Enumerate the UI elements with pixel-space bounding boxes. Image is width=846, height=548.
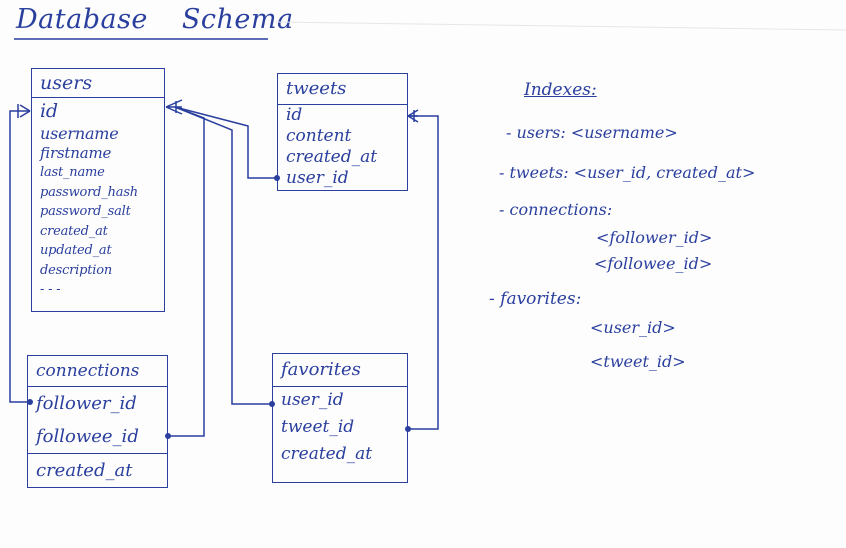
tweets-col-id: id: [286, 105, 303, 125]
connections-col-created-at: created_at: [28, 453, 167, 487]
title-word-2: Schema: [181, 4, 294, 35]
tweet-user-link: [174, 106, 277, 179]
followee-link: [168, 106, 205, 437]
title-word-1: Database: [16, 4, 148, 35]
crowfoot-tweets: [407, 109, 419, 123]
table-users: users id username firstname last_name pa…: [31, 68, 165, 312]
indexes-title: Indexes:: [524, 80, 597, 100]
index-favorites-tweet: <tweet_id>: [590, 352, 686, 371]
favorites-col-tweet-id: tweet_id: [281, 417, 355, 437]
index-favorites-label: - favorites:: [489, 289, 582, 309]
table-tweets: tweets id content created_at user_id: [277, 73, 408, 191]
dot-fav-tweet: [405, 426, 411, 432]
table-connections-name: connections: [28, 356, 167, 387]
tweets-col-created-at: created_at: [286, 147, 378, 167]
fav-tweet-link: [408, 115, 439, 430]
follower-link: [9, 110, 30, 403]
diagram-title: Database Schema: [16, 4, 294, 35]
favorites-col-user-id: user_id: [281, 390, 344, 410]
connections-col-followee-id: followee_id: [36, 426, 139, 447]
table-tweets-name: tweets: [278, 74, 407, 105]
users-col-firstname: firstname: [40, 143, 112, 162]
crowfoot-users-right: [165, 99, 183, 115]
index-connections-label: - connections:: [499, 200, 613, 219]
table-favorites: favorites user_id tweet_id created_at: [272, 353, 408, 483]
fav-user-link: [174, 106, 272, 405]
users-col-created-at: created_at: [40, 223, 108, 239]
index-connections-followee: <followee_id>: [594, 254, 713, 273]
table-connections: connections follower_id followee_id crea…: [27, 355, 168, 488]
table-users-name: users: [32, 69, 164, 98]
favorites-col-created-at: created_at: [281, 444, 373, 464]
dot-follower: [27, 399, 33, 405]
table-favorites-name: favorites: [273, 354, 407, 387]
users-col-last-name: last_name: [40, 165, 105, 180]
dot-followee: [165, 433, 171, 439]
users-col-updated-at: updated_at: [40, 243, 112, 258]
index-users: - users: <username>: [506, 123, 678, 142]
tweets-col-user-id: user_id: [286, 168, 349, 188]
index-connections-follower: <follower_id>: [596, 228, 713, 247]
users-col-description: description: [40, 262, 113, 278]
users-col-password-salt: password_salt: [40, 204, 131, 219]
users-col-password-hash: password_hash: [40, 184, 138, 200]
users-col-username: username: [40, 124, 119, 143]
tweets-col-content: content: [286, 126, 352, 146]
connections-col-follower-id: follower_id: [36, 393, 137, 414]
index-favorites-user: <user_id>: [590, 318, 676, 337]
users-col-id: id: [40, 100, 58, 122]
paper-edge: [274, 21, 846, 31]
index-tweets: - tweets: <user_id, created_at>: [499, 163, 756, 182]
crowfoot-users-left: [17, 104, 31, 118]
users-col-more: - - -: [40, 282, 61, 297]
